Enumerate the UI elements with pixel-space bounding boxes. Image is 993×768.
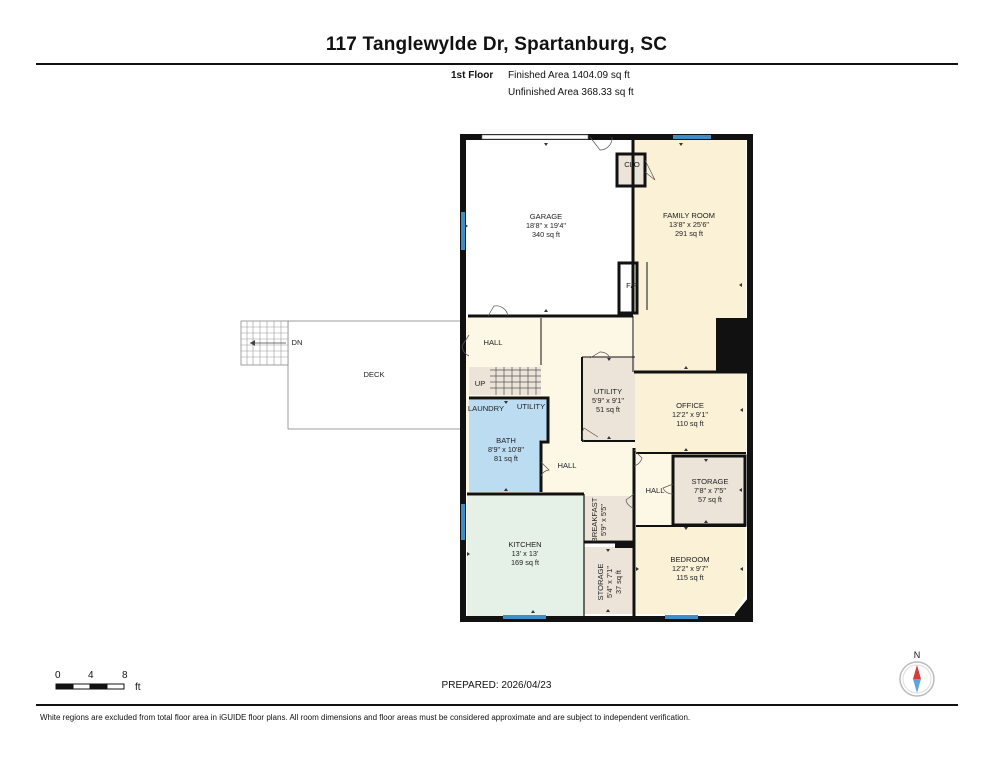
garage-label: GARAGE xyxy=(530,212,563,221)
storage-small-fill xyxy=(584,547,634,614)
bedroom-dims: 12'2" x 9'7" xyxy=(672,564,708,573)
windows xyxy=(461,135,711,619)
up-label: UP xyxy=(475,379,486,388)
closet-fill xyxy=(617,154,645,186)
title-rule xyxy=(36,63,958,65)
scale-mark-8: 8 xyxy=(122,670,128,681)
floor-label: 1st Floor xyxy=(451,70,494,81)
compass-north-label: N xyxy=(913,650,921,660)
kitchen-dims: 13' x 13' xyxy=(512,549,539,558)
storage-small-area: 37 sq ft xyxy=(614,570,623,594)
deck-label: DECK xyxy=(363,370,384,379)
garage-door-opening xyxy=(481,134,589,140)
garage-dims: 18'8" x 19'4" xyxy=(526,221,566,230)
door-swings xyxy=(461,136,674,509)
storage-right-fill xyxy=(673,456,744,525)
laundry-label: LAUNDRY xyxy=(468,404,504,413)
deck-stairs xyxy=(240,320,289,366)
office-label: OFFICE xyxy=(676,401,704,410)
kitchen-fill xyxy=(467,496,584,616)
utility-label: UTILITY xyxy=(594,387,622,396)
bath-label: BATH xyxy=(496,436,516,445)
interior-stairs xyxy=(490,367,541,395)
prepared-date: PREPARED: 2026/04/23 xyxy=(441,680,552,691)
breakfast-fill xyxy=(584,496,634,540)
bedroom-label: BEDROOM xyxy=(670,555,709,564)
footer-disclaimer: White regions are excluded from total fl… xyxy=(40,713,691,722)
scale-bar-graphic xyxy=(55,683,125,690)
compass: N xyxy=(897,650,937,698)
down-label: DN xyxy=(292,338,303,347)
chimney-block xyxy=(716,318,748,373)
finished-area: Finished Area 1404.09 sq ft xyxy=(508,70,630,81)
walls xyxy=(460,134,753,622)
hall-mid-label: HALL xyxy=(558,461,577,470)
fireplace-label: F/P xyxy=(626,281,638,290)
bath-dims: 8'9" x 10'8" xyxy=(488,445,524,454)
storage-small-dims: 5'4" x 7'1" xyxy=(605,566,614,598)
bedroom-area: 115 sq ft xyxy=(676,573,703,582)
breakfast-label: BREAKFAST xyxy=(590,497,599,542)
bath-fill xyxy=(469,400,548,492)
breakfast-dims: 5'9" x 5'5" xyxy=(599,504,608,536)
family-room-dims: 13'8" x 25'6" xyxy=(669,220,709,229)
scale-mark-0: 0 xyxy=(55,670,61,681)
stair-fill xyxy=(469,367,541,395)
page-title: 117 Tanglewylde Dr, Spartanburg, SC xyxy=(325,34,668,55)
hall-top-label: HALL xyxy=(484,338,503,347)
utility-area: 51 sq ft xyxy=(596,405,620,414)
family-room-label: FAMILY ROOM xyxy=(663,211,715,220)
compass-rose-icon xyxy=(899,661,935,697)
deck-area xyxy=(287,320,466,430)
door-markers xyxy=(465,143,743,613)
kitchen-label: KITCHEN xyxy=(508,540,541,549)
closet-label: CLO xyxy=(624,160,640,169)
footer-rule xyxy=(36,704,958,706)
office-dims: 12'2" x 9'1" xyxy=(672,410,708,419)
office-fill xyxy=(635,373,746,453)
storage-small-group: STORAGE 5'4" x 7'1" 37 sq ft xyxy=(596,564,623,601)
storage-right-label: STORAGE xyxy=(692,477,729,486)
office-area: 110 sq ft xyxy=(676,419,703,428)
bath-area: 81 sq ft xyxy=(494,454,518,463)
closet-wall-block xyxy=(615,542,634,548)
hall-right-label: HALL xyxy=(646,486,665,495)
utility-fill xyxy=(582,357,635,441)
scale-unit: ft xyxy=(135,682,141,693)
bedroom-fill xyxy=(636,525,745,614)
breakfast-group: BREAKFAST 5'9" x 5'5" xyxy=(590,497,608,542)
scale-mark-4: 4 xyxy=(88,670,94,681)
storage-right-area: 57 sq ft xyxy=(698,495,722,504)
family-room-area: 291 sq ft xyxy=(675,229,703,238)
storage-right-dims: 7'8" x 7'5" xyxy=(694,486,726,495)
bedroom-corner xyxy=(735,598,748,618)
utility-small-label: UTILITY xyxy=(517,402,545,411)
storage-small-label: STORAGE xyxy=(596,564,605,601)
garage-area: 340 sq ft xyxy=(532,230,560,239)
utility-dims: 5'9" x 9'1" xyxy=(592,396,624,405)
scale-bar: 0 4 8 ft xyxy=(55,670,155,696)
unfinished-area: Unfinished Area 368.33 sq ft xyxy=(508,87,634,98)
garage-fill xyxy=(465,140,633,316)
kitchen-area: 169 sq ft xyxy=(511,558,539,567)
